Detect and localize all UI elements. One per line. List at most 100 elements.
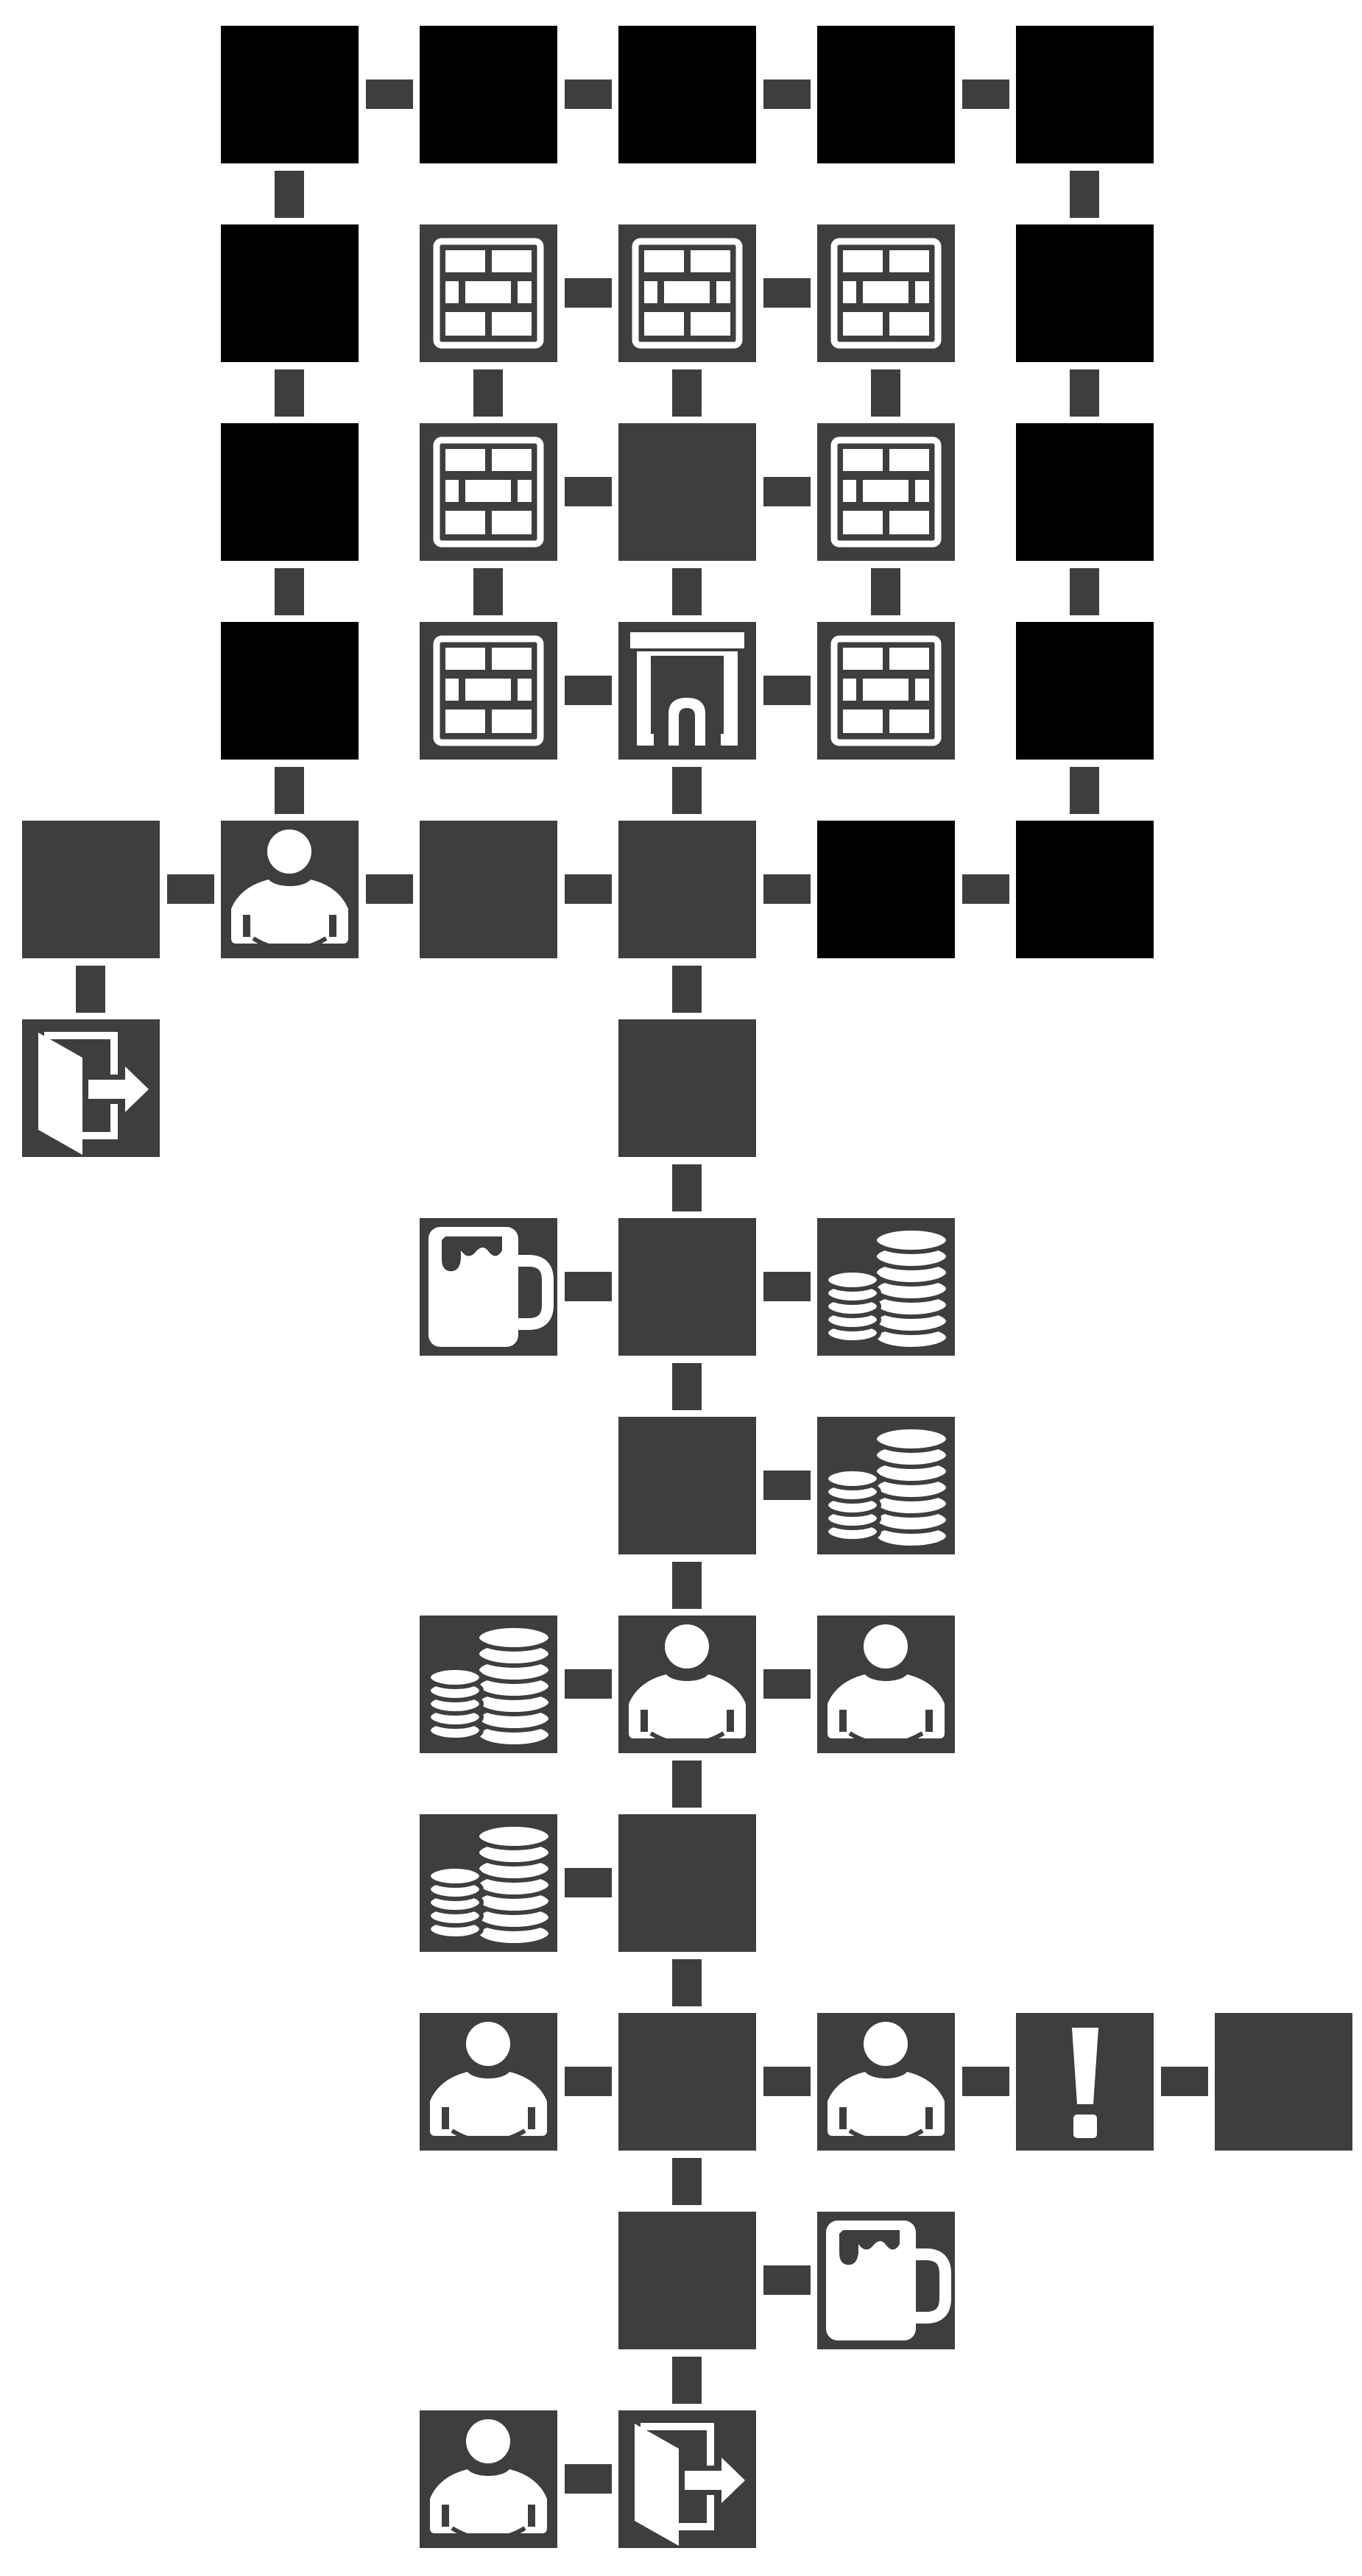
corridor: [473, 369, 503, 417]
person-icon: [817, 1616, 955, 1753]
corridor: [565, 1669, 612, 1699]
corridor: [672, 2357, 702, 2404]
corridor: [565, 477, 612, 506]
room-tile[interactable]: [420, 1218, 557, 1356]
room-tile[interactable]: [618, 821, 756, 958]
wall-icon: [420, 622, 557, 760]
coins-icon: [817, 1218, 955, 1356]
exit-door-icon: [618, 2410, 756, 2548]
coins-icon: [420, 1616, 557, 1753]
unexplored-room-tile[interactable]: [1016, 26, 1154, 163]
coins-icon: [420, 1814, 557, 1952]
corridor: [1161, 2067, 1208, 2096]
room-tile[interactable]: [817, 1218, 955, 1356]
corridor: [366, 79, 413, 109]
room-tile[interactable]: [817, 622, 955, 760]
corridor: [763, 79, 811, 109]
room-tile[interactable]: [618, 2410, 756, 2548]
room-tile[interactable]: [420, 622, 557, 760]
wall-icon: [817, 622, 955, 760]
wall-icon: [618, 224, 756, 362]
unexplored-room-tile[interactable]: [817, 26, 955, 163]
wall-icon: [420, 224, 557, 362]
coins-icon: [817, 1417, 955, 1554]
room-tile[interactable]: [618, 2013, 756, 2151]
corridor: [565, 2067, 612, 2096]
room-tile[interactable]: [22, 821, 160, 958]
corridor: [167, 874, 214, 904]
room-tile[interactable]: [420, 423, 557, 561]
unexplored-room-tile[interactable]: [221, 224, 359, 362]
corridor: [871, 369, 900, 417]
corridor: [672, 2158, 702, 2205]
corridor: [565, 2464, 612, 2494]
room-tile[interactable]: [420, 2013, 557, 2151]
corridor: [1070, 568, 1099, 615]
room-tile[interactable]: [1016, 2013, 1154, 2151]
corridor: [1070, 171, 1099, 218]
unexplored-room-tile[interactable]: [1016, 821, 1154, 958]
room-tile[interactable]: [817, 224, 955, 362]
room-tile[interactable]: [618, 423, 756, 561]
gate-icon: [630, 632, 744, 746]
corridor: [763, 278, 811, 308]
corridor: [962, 874, 1009, 904]
room-tile[interactable]: [22, 1019, 160, 1157]
corridor: [565, 874, 612, 904]
corridor: [565, 676, 612, 705]
unexplored-room-tile[interactable]: [1016, 224, 1154, 362]
room-tile[interactable]: [817, 423, 955, 561]
person-icon: [618, 1616, 756, 1753]
corridor: [76, 966, 105, 1013]
unexplored-room-tile[interactable]: [221, 622, 359, 760]
room-tile[interactable]: [420, 224, 557, 362]
corridor: [672, 1761, 702, 1808]
corridor: [565, 1272, 612, 1301]
corridor: [672, 1164, 702, 1211]
room-tile[interactable]: [420, 1814, 557, 1952]
mug-icon: [420, 1218, 557, 1356]
corridor: [275, 171, 304, 218]
wall-icon: [817, 224, 955, 362]
room-tile[interactable]: [817, 1616, 955, 1753]
room-tile[interactable]: [618, 1218, 756, 1356]
unexplored-room-tile[interactable]: [221, 423, 359, 561]
corridor: [763, 2067, 811, 2096]
room-tile[interactable]: [1215, 2013, 1352, 2151]
room-tile[interactable]: [618, 622, 756, 760]
room-tile[interactable]: [618, 2212, 756, 2349]
corridor: [672, 767, 702, 814]
unexplored-room-tile[interactable]: [221, 26, 359, 163]
room-tile[interactable]: [618, 1616, 756, 1753]
room-tile[interactable]: [817, 2212, 955, 2349]
unexplored-room-tile[interactable]: [1016, 622, 1154, 760]
unexplored-room-tile[interactable]: [420, 26, 557, 163]
corridor: [473, 568, 503, 615]
corridor: [672, 369, 702, 417]
corridor: [962, 79, 1009, 109]
unexplored-room-tile[interactable]: [817, 821, 955, 958]
corridor: [275, 568, 304, 615]
corridor: [672, 568, 702, 615]
corridor: [672, 1363, 702, 1410]
unexplored-room-tile[interactable]: [1016, 423, 1154, 561]
room-tile[interactable]: [618, 1814, 756, 1952]
corridor: [672, 1959, 702, 2006]
person-icon: [817, 2013, 955, 2151]
unexplored-room-tile[interactable]: [618, 26, 756, 163]
room-tile[interactable]: [618, 1417, 756, 1554]
room-tile[interactable]: [420, 821, 557, 958]
room-tile[interactable]: [420, 2410, 557, 2548]
room-tile[interactable]: [221, 821, 359, 958]
room-tile[interactable]: [817, 2013, 955, 2151]
room-tile[interactable]: [618, 224, 756, 362]
room-tile[interactable]: [817, 1417, 955, 1554]
corridor: [1070, 369, 1099, 417]
room-tile[interactable]: [420, 1616, 557, 1753]
corridor: [565, 79, 612, 109]
room-tile[interactable]: [618, 1019, 756, 1157]
corridor: [763, 1669, 811, 1699]
corridor: [763, 676, 811, 705]
corridor: [763, 477, 811, 506]
